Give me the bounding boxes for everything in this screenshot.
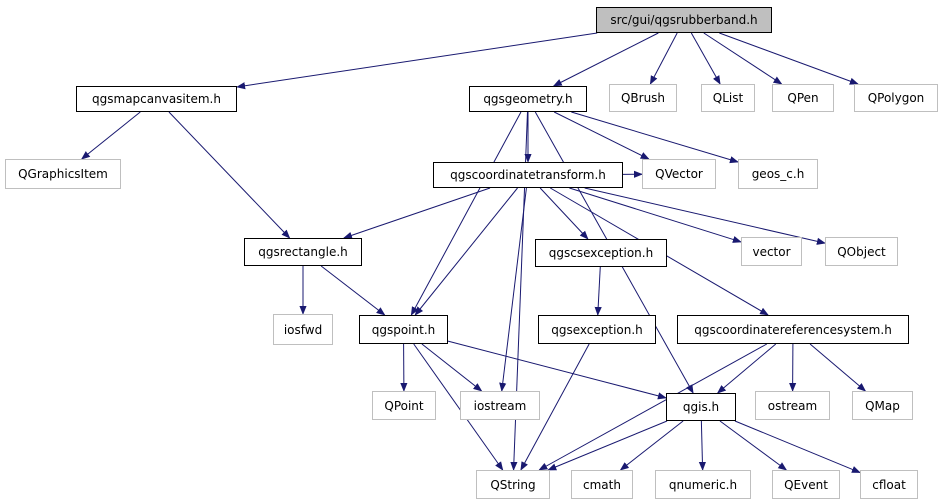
edge-qgis-to-cmath: [619, 420, 684, 471]
edge-qgscoordinatetransform-to-qgsrectangle: [343, 187, 491, 239]
edge-qgscsexception-to-qgsexception: [594, 266, 602, 316]
edge-qgsgeometry-to-qgspoint: [410, 111, 522, 316]
node-qgscoordinatetransform-h[interactable]: qgscoordinatetransform.h: [433, 162, 623, 188]
edge-qgis-to-QString: [547, 420, 668, 471]
edge-qgsrectangle-to-qgspoint: [320, 265, 386, 316]
node-qgsexception-h[interactable]: qgsexception.h: [538, 315, 656, 344]
edge-root-to-qgsmapcanvasitem: [236, 32, 598, 90]
edge-qgscrs-to-QString: [538, 343, 768, 471]
edge-qgsexception-to-QString: [520, 343, 590, 471]
edge-qgscrs-to-QMap: [809, 343, 867, 392]
edge-qgsgeometry-to-QVector: [553, 111, 650, 160]
edge-qgscoordinatetransform-to-qgspoint: [414, 187, 518, 316]
node-qbrush[interactable]: QBrush: [609, 84, 677, 112]
node-qstring[interactable]: QString: [476, 470, 550, 499]
edge-root-to-QList: [690, 32, 721, 85]
node-qpolygon[interactable]: QPolygon: [854, 84, 938, 112]
edge-qgscoordinatetransform-to-vector: [569, 187, 742, 243]
node-qgscsexception-h[interactable]: qgscsexception.h: [535, 239, 667, 267]
edge-qgis-to-cfloat: [734, 420, 861, 474]
node-qgsrectangle-h[interactable]: qgsrectangle.h: [244, 238, 362, 266]
edge-qgscoordinatetransform-to-QObject: [584, 187, 826, 245]
node-cmath[interactable]: cmath: [571, 470, 633, 499]
node-qgsrubberband-h[interactable]: src/gui/qgsrubberband.h: [596, 7, 772, 33]
node-qgraphicsitem[interactable]: QGraphicsItem: [5, 159, 121, 189]
edge-qgscoordinatetransform-to-qgscsexception: [539, 187, 589, 240]
edge-qgspoint-to-qgis: [447, 340, 667, 400]
node-qobject[interactable]: QObject: [825, 237, 898, 266]
node-iosfwd[interactable]: iosfwd: [273, 314, 333, 345]
edge-qgscrs-to-qgis: [716, 343, 777, 394]
node-qnumeric-h[interactable]: qnumeric.h: [655, 470, 751, 499]
node-qlist[interactable]: QList: [701, 84, 755, 112]
edge-qgsmapcanvasitem-to-qgsrectangle: [168, 111, 291, 239]
node-qgsmapcanvasitem-h[interactable]: qgsmapcanvasitem.h: [76, 86, 237, 112]
edge-qgscoordinatetransform-to-iostream: [499, 187, 527, 392]
node-cfloat[interactable]: cfloat: [860, 470, 918, 499]
node-qgsgeometry-h[interactable]: qgsgeometry.h: [469, 86, 587, 112]
node-qmap[interactable]: QMap: [852, 391, 913, 420]
node-geos-c-h[interactable]: geos_c.h: [738, 159, 818, 189]
node-qevent[interactable]: QEvent: [772, 470, 840, 499]
edge-qgspoint-to-iostream: [421, 343, 483, 392]
edge-qgsgeometry-to-geos_c: [571, 111, 739, 164]
edge-qgsmapcanvasitem-to-QGraphicsItem: [80, 111, 141, 160]
node-vector[interactable]: vector: [741, 237, 802, 266]
edge-qgspoint-to-QString: [413, 343, 504, 471]
node-qgis-h[interactable]: qgis.h: [666, 393, 736, 421]
edge-root-to-qgsgeometry: [552, 32, 659, 87]
edge-qgis-to-qnumeric: [698, 420, 707, 471]
edge-root-to-QPolygon: [719, 32, 859, 85]
edge-root-to-QPen: [703, 32, 783, 85]
node-qgspoint-h[interactable]: qgspoint.h: [359, 315, 448, 344]
node-qvector[interactable]: QVector: [642, 159, 716, 189]
node-iostream[interactable]: iostream: [460, 391, 540, 420]
node-qpen[interactable]: QPen: [772, 84, 834, 112]
edge-root-to-QBrush: [649, 32, 678, 85]
node-qpoint[interactable]: QPoint: [372, 391, 436, 420]
edge-qgis-to-QEvent: [719, 420, 788, 471]
node-qgscoordinatereferencesystem-h[interactable]: qgscoordinatereferencesystem.h: [677, 315, 909, 344]
node-ostream[interactable]: ostream: [755, 391, 830, 420]
